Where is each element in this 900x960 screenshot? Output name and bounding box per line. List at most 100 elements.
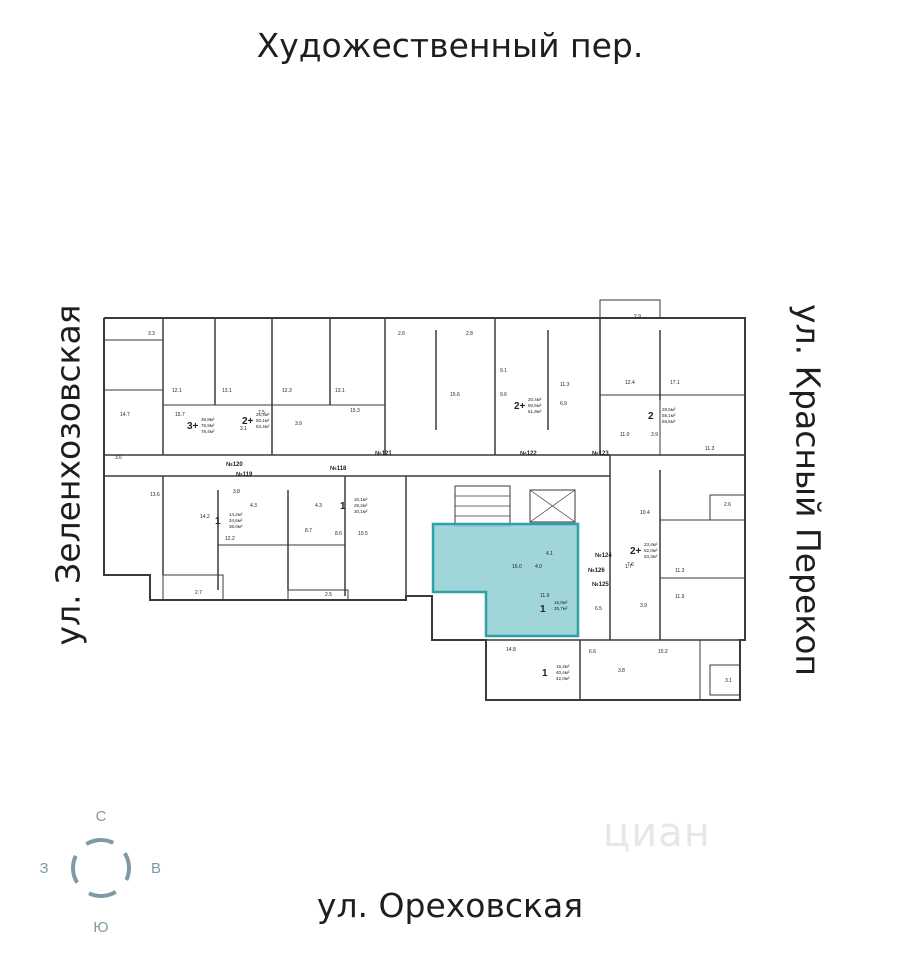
- apartment-living-area: 38,8м²: [201, 417, 215, 422]
- room-area-label: 3.9: [651, 432, 658, 438]
- unit-number-label: №118: [330, 465, 347, 472]
- apartment-living-area: 15,0м²: [554, 600, 568, 605]
- room-area-label: 1.7: [625, 564, 632, 570]
- room-area-label: 3.6: [115, 455, 122, 461]
- room-area-label: 15.7: [175, 412, 185, 418]
- apartment-total-area: 40,4м²: [556, 670, 570, 675]
- apartment-area: 30,1м²: [354, 509, 368, 514]
- apartment-rooms-label: 1: [340, 501, 346, 512]
- room-area-label: 4.1: [546, 551, 553, 557]
- apartment-total-area: 29,2м²: [354, 503, 368, 508]
- room-area-label: 10.4: [640, 510, 650, 516]
- apartment-area: 51,9м²: [528, 409, 542, 414]
- room-area-label: 11.3: [560, 382, 570, 388]
- watermark-logo: циан: [603, 810, 711, 856]
- compass-rose: С Ю З В: [39, 808, 161, 936]
- apartment-living-area: 20,4м²: [528, 397, 542, 402]
- apartment-total-area: 50,5м²: [528, 403, 542, 408]
- room-area-label: 6.5: [595, 606, 602, 612]
- apartment-total-area: 55,1м²: [662, 413, 676, 418]
- apartment-living-area: 23,4м²: [644, 542, 658, 547]
- room-area-label: 15.2: [658, 649, 668, 655]
- apartment-living-area: 14,2м²: [229, 512, 243, 517]
- unit-number-label: №122: [520, 450, 537, 457]
- apartment-rooms-label: 2+: [630, 546, 642, 557]
- room-area-label: 13.1: [335, 388, 345, 394]
- street-label-south: ул. Ореховская: [316, 886, 584, 925]
- room-area-label: 11.0: [620, 432, 630, 438]
- compass-north-label: С: [96, 808, 107, 825]
- room-area-label: 11.3: [705, 446, 715, 452]
- selected-apartment-highlight: [431, 522, 580, 638]
- apartment-area: 78,4м²: [201, 429, 215, 434]
- apartment-rooms-label: 2+: [242, 416, 254, 427]
- room-area-label: 3.9: [295, 421, 302, 427]
- street-label-north: Художественный пер.: [256, 26, 644, 65]
- room-area-label: 3.1: [240, 426, 247, 432]
- apartment-living-area: 28,5м²: [662, 407, 676, 412]
- room-area-label: 4.3: [315, 503, 322, 509]
- room-area-label: 2.5: [325, 592, 332, 598]
- apartment-area: 36,0м²: [229, 524, 243, 529]
- room-area-label: 3.9: [640, 603, 647, 609]
- unit-number-label: №125: [592, 581, 609, 588]
- room-area-label: 15.6: [450, 392, 460, 398]
- room-area-label: 6.9: [560, 401, 567, 407]
- room-area-label: 12.1: [172, 388, 182, 394]
- room-area-label: 2.6: [724, 502, 731, 508]
- apartment-area: 53,3м²: [644, 554, 658, 559]
- room-area-label: 9.1: [500, 368, 507, 374]
- room-area-label: 14.2: [200, 514, 210, 520]
- room-area-label: 2.6: [398, 331, 405, 337]
- apartment-area: 53,4м²: [256, 424, 270, 429]
- room-area-label: 3.3: [148, 331, 155, 337]
- room-area-label: 2.8: [466, 331, 473, 337]
- room-area-label: 3.8: [233, 489, 240, 495]
- room-area-label: 6.6: [589, 649, 596, 655]
- room-area-label: 17.1: [670, 380, 680, 386]
- apartment-rooms-label: 2+: [514, 401, 526, 412]
- apartment-total-area: 50,1м²: [256, 418, 270, 423]
- apartment-rooms-label: 2: [648, 411, 654, 422]
- room-area-label: 8.6: [335, 531, 342, 537]
- unit-number-label: №121: [375, 450, 392, 457]
- room-area-label: 4.0: [535, 564, 542, 570]
- room-area-label: 11.9: [675, 594, 685, 600]
- apartment-total-area: 76,9м²: [201, 423, 215, 428]
- apartment-total-area: 52,0м²: [644, 548, 658, 553]
- room-area-label: 12.3: [282, 388, 292, 394]
- room-area-label: 9.6: [500, 392, 507, 398]
- room-area-label: 10.5: [358, 531, 368, 537]
- room-area-label: 16.0: [512, 564, 522, 570]
- compass-south-label: Ю: [93, 919, 108, 936]
- apartment-total-area: 34,6м²: [229, 518, 243, 523]
- room-area-label: 12.4: [625, 380, 635, 386]
- room-area-label: 13.6: [150, 492, 160, 498]
- unit-number-label: №123: [592, 450, 609, 457]
- room-area-label: 3.1: [725, 678, 732, 684]
- plan-labels: 3+38,8м²76,9м²78,4м²2+25,4м²50,1м²53,4м²…: [115, 314, 732, 684]
- compass-west-label: З: [39, 860, 48, 877]
- apartment-rooms-label: 1: [215, 516, 221, 527]
- apartment-rooms-label: 1: [540, 604, 546, 615]
- compass-east-label: В: [151, 860, 161, 877]
- apartment-living-area: 25,4м²: [256, 412, 270, 417]
- room-area-label: 2.7: [195, 590, 202, 596]
- room-area-label: 4.3: [250, 503, 257, 509]
- room-area-label: 8.7: [305, 528, 312, 534]
- room-area-label: 11.9: [540, 593, 550, 599]
- room-area-label: 11.3: [675, 568, 685, 574]
- room-area-label: 14.7: [120, 412, 130, 418]
- apartment-living-area: 10,1м²: [354, 497, 368, 502]
- room-area-label: 7.6: [627, 562, 634, 568]
- room-area-label: 3.8: [618, 668, 625, 674]
- room-area-label: 15.3: [350, 408, 360, 414]
- room-area-label: 2.9: [634, 314, 641, 320]
- unit-number-label: №120: [226, 461, 243, 468]
- room-area-label: 12.2: [225, 536, 235, 542]
- room-area-label: 14.8: [506, 647, 516, 653]
- apartment-area: 42,0м²: [556, 676, 570, 681]
- apartment-rooms-label: 3+: [187, 421, 199, 432]
- apartment-area: 56,6м²: [662, 419, 676, 424]
- apartment-rooms-label: 1: [542, 668, 548, 679]
